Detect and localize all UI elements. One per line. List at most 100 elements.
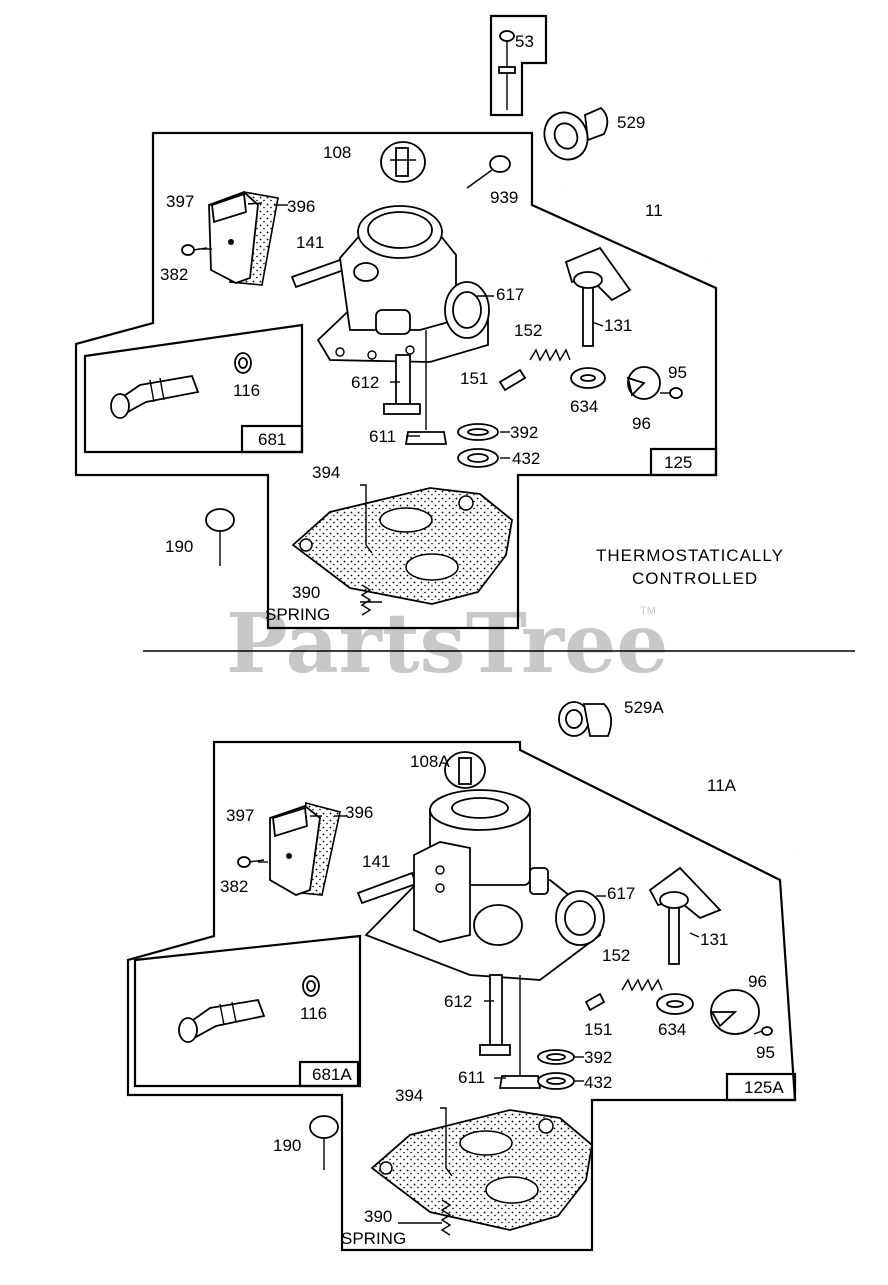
label-131a: 131 <box>700 930 728 949</box>
label-611a: 611 <box>458 1068 485 1087</box>
label-612a: 612 <box>444 992 472 1011</box>
mixture-screw-681a <box>178 998 266 1043</box>
label-131: 131 <box>604 316 632 335</box>
plate-96a <box>710 989 760 1035</box>
box-53-outline <box>489 14 548 117</box>
watermark-text: PartsTree <box>226 596 668 692</box>
label-397: 397 <box>166 192 194 211</box>
label-432a: 432 <box>584 1073 612 1092</box>
label-116a: 116 <box>300 1004 327 1023</box>
label-152a: 152 <box>602 946 630 965</box>
label-108a: 108A <box>410 752 450 771</box>
bracket-397a-396a <box>269 801 341 896</box>
choke-108 <box>380 141 426 183</box>
main-assembly-outline <box>74 131 718 630</box>
watermark: PartsTree TM <box>226 596 668 692</box>
screw-382 <box>181 244 208 256</box>
spring-390a <box>440 1199 452 1236</box>
screw-939 <box>466 155 511 189</box>
label-392: 392 <box>510 423 538 442</box>
label-390: 390 <box>292 583 320 602</box>
label-151a: 151 <box>584 1020 612 1039</box>
label-396: 396 <box>287 197 315 216</box>
label-96: 96 <box>632 414 651 433</box>
label-151: 151 <box>460 369 488 388</box>
label-141a: 141 <box>362 852 390 871</box>
fitting-529 <box>543 106 609 161</box>
label-96a: 96 <box>748 972 767 991</box>
tube-11a-inner <box>597 737 798 854</box>
label-396a: 396 <box>345 803 373 822</box>
screw-53 <box>498 30 516 110</box>
label-611: 611 <box>369 427 396 446</box>
screw-95a <box>753 1026 773 1036</box>
watermark-trademark: TM <box>640 605 656 617</box>
spring-152 <box>529 348 571 362</box>
label-382a: 382 <box>220 877 248 896</box>
label-190: 190 <box>165 537 193 556</box>
label-125a: 125A <box>744 1078 784 1097</box>
carburetor-body <box>316 205 490 415</box>
needle-611 <box>404 330 448 445</box>
box-681a-outline <box>133 934 362 1088</box>
mixture-screw-681 <box>110 374 200 419</box>
bracket-397-396 <box>208 190 279 286</box>
screw-190a <box>309 1115 339 1170</box>
screw-382a <box>237 856 265 868</box>
label-681: 681 <box>258 430 286 449</box>
box-681a-tag <box>298 1060 360 1088</box>
label-617a: 617 <box>607 884 635 903</box>
carburetor-body-a <box>364 789 605 1056</box>
plate-96 <box>626 366 661 400</box>
pin-141 <box>290 258 346 289</box>
shaft-131a <box>648 866 722 965</box>
label-152: 152 <box>514 321 542 340</box>
fitting-529a <box>558 701 613 737</box>
tube-11-inner <box>563 181 712 266</box>
screw-95 <box>660 387 683 399</box>
label-432: 432 <box>512 449 540 468</box>
note-line-1: THERMOSTATICALLY <box>596 546 784 565</box>
label-529a: 529A <box>624 698 664 717</box>
label-190a: 190 <box>273 1136 301 1155</box>
label-529: 529 <box>617 113 645 132</box>
gasket-394a <box>370 1107 593 1231</box>
note-line-2: CONTROLLED <box>632 569 758 588</box>
bottom-diagram: 529A 108A 11A 397 396 141 382 617 152 13… <box>126 698 798 1252</box>
box-125a-tag <box>725 1072 797 1102</box>
box-681-tag <box>240 424 304 454</box>
label-spring-top: SPRING <box>265 605 330 624</box>
screw-151 <box>498 368 527 392</box>
label-397a: 397 <box>226 806 254 825</box>
label-125: 125 <box>664 453 692 472</box>
label-108: 108 <box>323 143 351 162</box>
label-394: 394 <box>312 463 340 482</box>
label-95: 95 <box>668 363 687 382</box>
spring-390 <box>360 584 372 616</box>
label-11a: 11A <box>707 776 737 795</box>
label-617: 617 <box>496 285 524 304</box>
label-53: 53 <box>515 32 534 51</box>
label-390a: 390 <box>364 1207 392 1226</box>
label-116: 116 <box>233 381 260 400</box>
label-spring-bottom: SPRING <box>341 1229 406 1248</box>
screw-151a <box>584 992 606 1012</box>
label-141: 141 <box>296 233 324 252</box>
label-11: 11 <box>645 201 663 220</box>
top-diagram: 53 529 108 939 11 397 396 382 141 617 15… <box>74 14 784 630</box>
label-612: 612 <box>351 373 379 392</box>
label-634a: 634 <box>658 1020 686 1039</box>
gasket-394 <box>291 484 513 605</box>
label-95a: 95 <box>756 1043 775 1062</box>
shaft-131 <box>564 246 632 347</box>
label-681a: 681A <box>312 1065 352 1084</box>
label-394a: 394 <box>395 1086 423 1105</box>
label-634: 634 <box>570 397 598 416</box>
main-assembly-outline-a <box>126 740 797 1252</box>
label-939: 939 <box>490 188 518 207</box>
needle-611a <box>498 975 542 1089</box>
label-392a: 392 <box>584 1048 612 1067</box>
screw-190 <box>205 508 235 566</box>
